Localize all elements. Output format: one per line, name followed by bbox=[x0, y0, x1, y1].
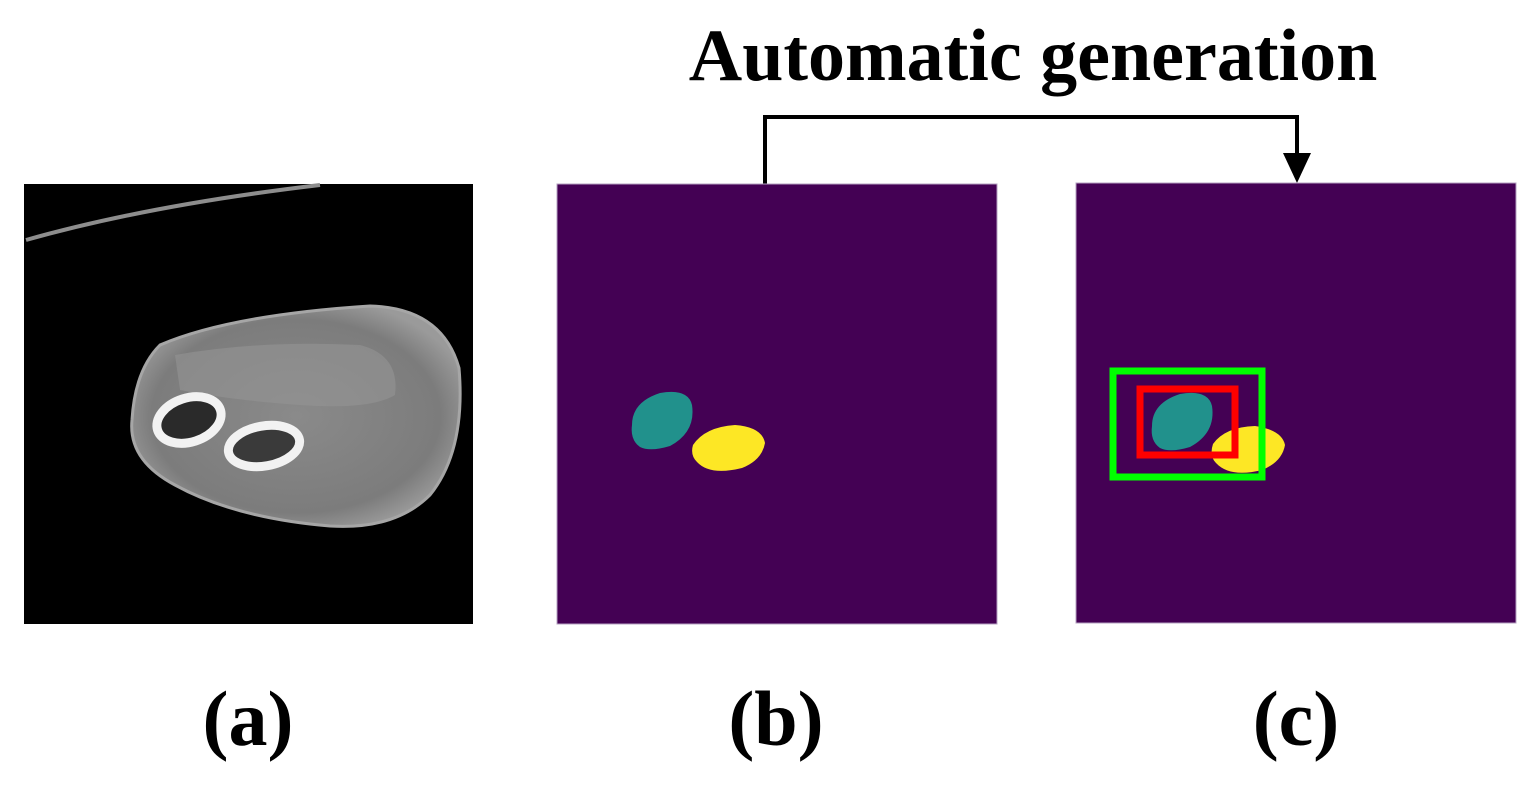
mask-background-c bbox=[1075, 182, 1517, 624]
mask-bone-yellow bbox=[692, 425, 765, 471]
panel-a-ct-image bbox=[24, 183, 473, 624]
mask-background bbox=[556, 183, 998, 625]
mask-bone-teal-c bbox=[1151, 392, 1213, 451]
generation-connector-line bbox=[763, 115, 1299, 186]
green-bounding-box bbox=[1109, 367, 1266, 481]
panel-b-label: (b) bbox=[728, 675, 823, 762]
mask-bone-teal bbox=[631, 391, 693, 450]
panel-a-label: (a) bbox=[203, 675, 294, 762]
panel-b-segmentation-mask bbox=[556, 183, 998, 625]
panel-c-mask-with-boxes bbox=[1075, 182, 1517, 624]
red-bounding-box bbox=[1136, 385, 1239, 459]
ct-bone-radius bbox=[223, 420, 305, 472]
ct-scanner-table-arc bbox=[25, 183, 321, 242]
ct-muscle-region bbox=[175, 343, 396, 407]
figure-title: Automatic generation bbox=[689, 15, 1377, 97]
panel-c-label: (c) bbox=[1253, 675, 1340, 762]
arrow-head-icon bbox=[1283, 153, 1311, 183]
ct-bone-ulna bbox=[152, 392, 226, 448]
mask-bone-yellow-c bbox=[1211, 426, 1285, 473]
